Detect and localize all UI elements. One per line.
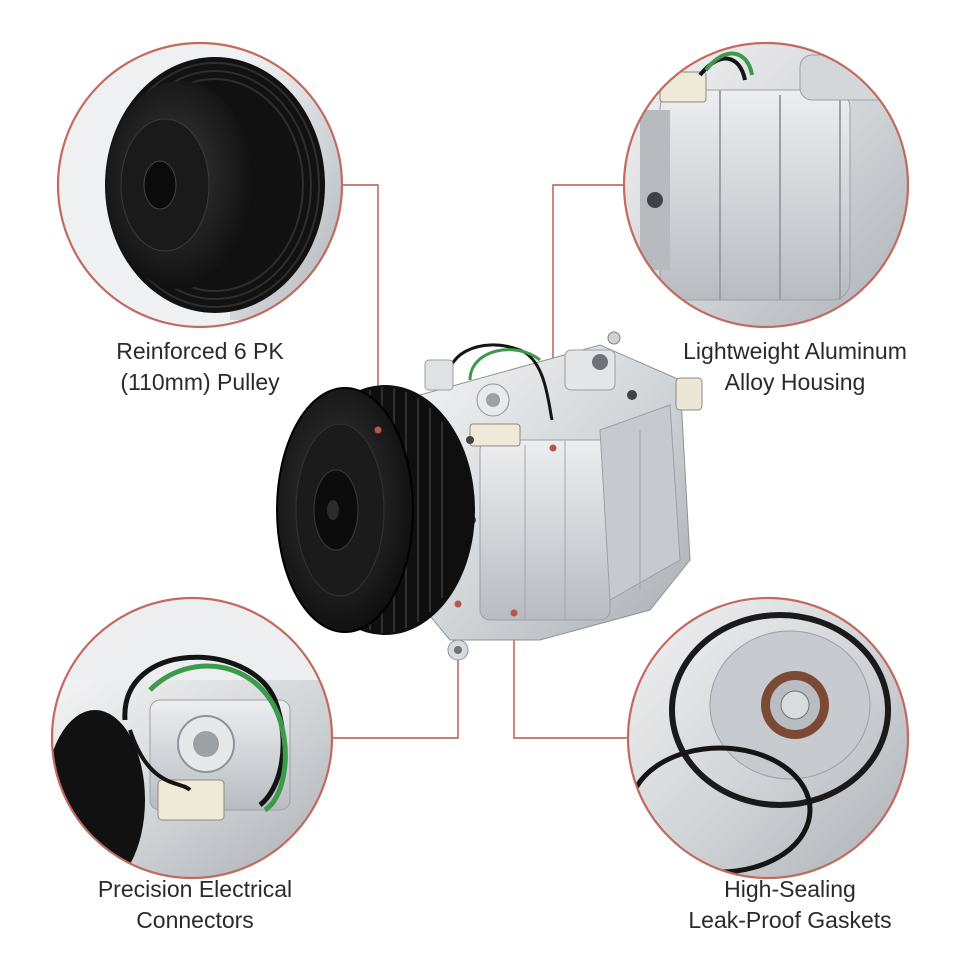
callout-connectors-line1: Precision Electrical: [97, 876, 293, 902]
leader-line-pulley: [330, 184, 379, 428]
leader-line-gaskets: [513, 613, 628, 739]
callout-connectors: Precision Electrical Connectors: [60, 874, 330, 936]
pulley-detail-image: [56, 41, 344, 329]
housing-detail-image: [622, 41, 910, 329]
callout-housing-line2: Alloy Housing: [724, 369, 866, 395]
gaskets-point-marker: [510, 609, 518, 617]
callout-pulley-line1: Reinforced 6 PK: [116, 338, 284, 364]
housing-point-marker: [549, 444, 557, 452]
compressor-product-image: [276, 331, 703, 661]
callout-pulley-line2: (110mm) Pulley: [120, 369, 280, 395]
pulley-point-marker: [374, 426, 382, 434]
callout-housing: Lightweight Aluminum Alloy Housing: [640, 336, 950, 398]
callout-gaskets-line2: Leak-Proof Gaskets: [688, 907, 892, 933]
callout-gaskets: High-Sealing Leak-Proof Gaskets: [640, 874, 940, 936]
gasket-detail-image: [626, 596, 910, 880]
callout-gaskets-line1: High-Sealing: [724, 876, 856, 902]
callout-connectors-line2: Connectors: [136, 907, 254, 933]
callout-housing-line1: Lightweight Aluminum: [683, 338, 907, 364]
callout-pulley: Reinforced 6 PK (110mm) Pulley: [70, 336, 330, 398]
connectors-point-marker: [454, 600, 462, 608]
connector-detail-image: [50, 596, 334, 880]
